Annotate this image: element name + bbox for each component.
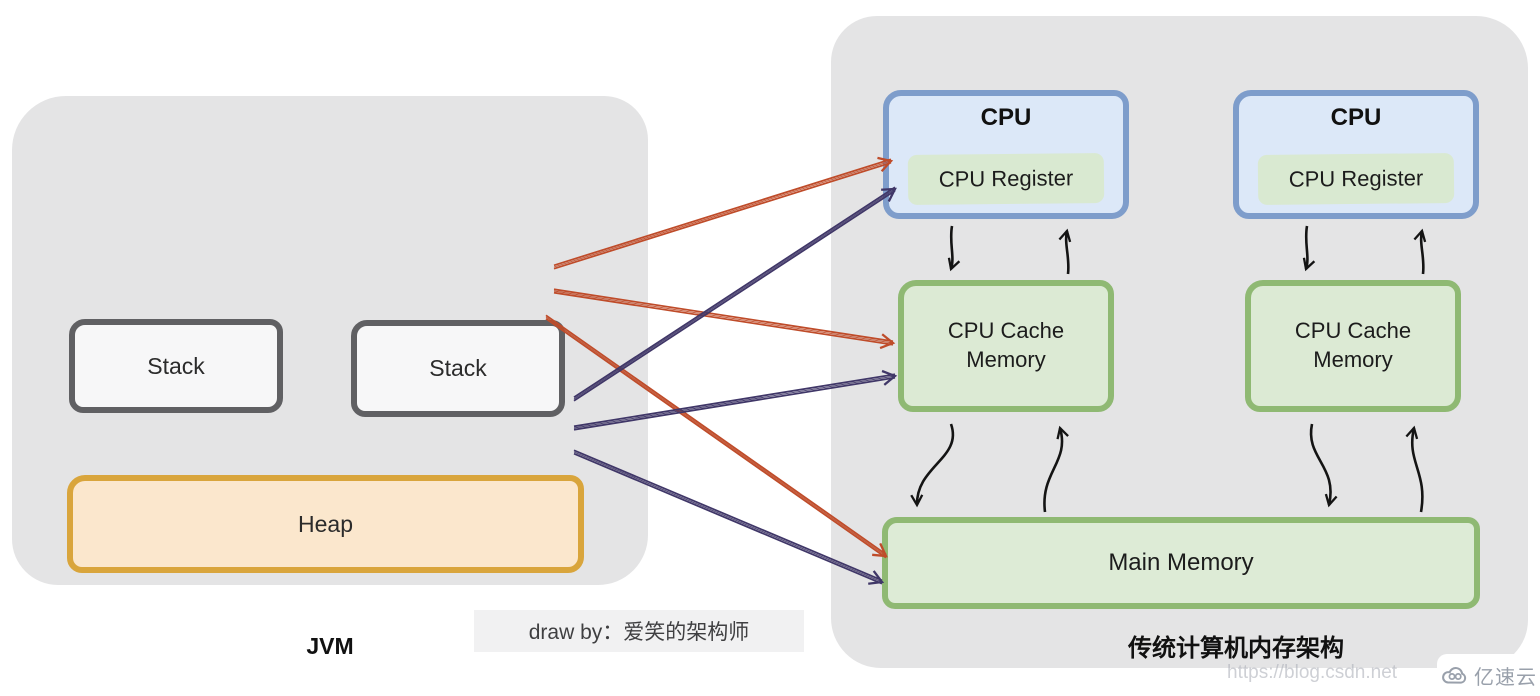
heap-box: Heap bbox=[67, 475, 584, 573]
cpu-title-1: CPU bbox=[980, 104, 1032, 131]
main-memory-label: Main Memory bbox=[1108, 549, 1254, 576]
cpu-cache-box-1: CPU Cache Memory bbox=[898, 280, 1114, 412]
main-memory-box: Main Memory bbox=[882, 517, 1480, 609]
heap-label: Heap bbox=[298, 510, 353, 537]
watermark-url: https://blog.csdn.net bbox=[1227, 662, 1398, 683]
cpu-cache-label-1: CPU Cache Memory bbox=[947, 318, 1065, 372]
cpu-register-label-2: CPU Register bbox=[1288, 165, 1424, 192]
stack-label-2: Stack bbox=[429, 355, 487, 381]
cpu-cache-box-2: CPU Cache Memory bbox=[1245, 280, 1461, 412]
cpu-title-2: CPU bbox=[1330, 104, 1382, 131]
cpu-register-label-1: CPU Register bbox=[938, 165, 1074, 192]
memory-panel-label: 传统计算机内存架构 bbox=[1128, 635, 1344, 662]
stack-label-1: Stack bbox=[147, 352, 205, 379]
cpu-box-2: CPU CPU Register bbox=[1233, 90, 1479, 219]
watermark-badge-label: 亿速云 bbox=[1474, 666, 1537, 689]
stack-box-1: Stack bbox=[69, 319, 283, 413]
drawby-caption-text: draw by：爱笑的架构师 bbox=[528, 621, 750, 644]
cpu-register-box-1: CPU Register bbox=[907, 152, 1105, 206]
cloud-logo-icon bbox=[1442, 667, 1467, 684]
watermark-badge: 亿速云 bbox=[1437, 654, 1540, 696]
cpu-cache-label-2: CPU Cache Memory bbox=[1294, 318, 1412, 372]
drawby-caption: draw by：爱笑的架构师 bbox=[474, 610, 804, 652]
jvm-panel-label: JVM bbox=[306, 633, 354, 659]
cpu-register-box-2: CPU Register bbox=[1257, 152, 1455, 206]
jvm-panel: Stack Stack Heap JVM bbox=[12, 96, 648, 659]
stack-box-2: Stack bbox=[351, 320, 565, 417]
cpu-box-1: CPU CPU Register bbox=[883, 90, 1129, 219]
